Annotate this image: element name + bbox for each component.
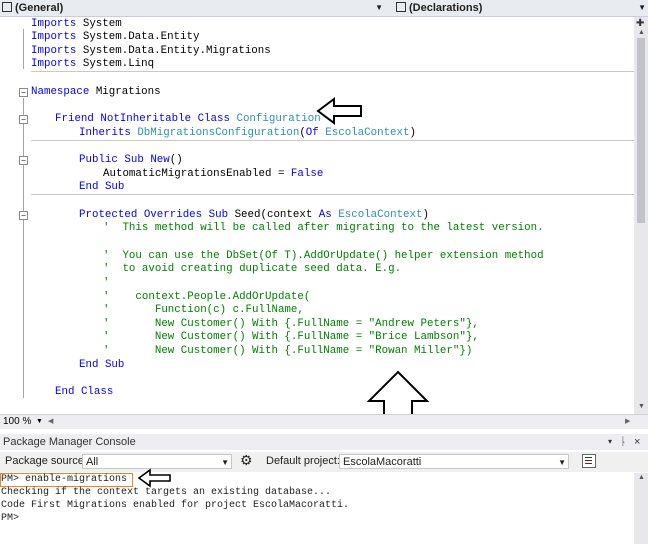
collapse-icon[interactable]: − bbox=[19, 88, 28, 97]
comment-line: ' This method will be called after migra… bbox=[103, 222, 544, 234]
up-arrow-icon bbox=[366, 370, 430, 414]
code-line: End Class bbox=[55, 386, 114, 398]
chevron-down-icon: ▼ bbox=[638, 3, 646, 12]
console-command: PM> enable-migrations bbox=[1, 474, 128, 485]
code-line: Public Sub New() bbox=[79, 154, 183, 166]
code-line: Protected Overrides Sub Seed(context As … bbox=[79, 209, 429, 221]
collapse-icon[interactable]: − bbox=[19, 211, 28, 220]
grid-icon bbox=[2, 2, 12, 12]
comment-line: ' You can use the DbSet(Of T).AddOrUpdat… bbox=[103, 250, 544, 262]
zoom-level[interactable]: 100 % bbox=[3, 416, 32, 427]
scroll-up-icon[interactable]: ▲ bbox=[638, 29, 645, 36]
clear-console-icon[interactable] bbox=[582, 454, 596, 468]
command-highlight bbox=[0, 473, 133, 487]
scroll-down-icon[interactable]: ▼ bbox=[638, 403, 645, 410]
code-line: End Sub bbox=[79, 181, 125, 193]
chevron-down-icon[interactable]: ▼ bbox=[36, 418, 43, 425]
scroll-thumb[interactable] bbox=[637, 38, 645, 223]
collapse-icon[interactable]: − bbox=[19, 156, 28, 165]
code-line: Namespace Migrations bbox=[31, 86, 161, 98]
scroll-left-icon[interactable]: ◀ bbox=[48, 418, 54, 425]
left-arrow-icon bbox=[137, 468, 171, 488]
comment-line: ' New Customer() With {.FullName = "Rowa… bbox=[103, 345, 473, 357]
console-toolbar: Package source: All ▼ ⚙ Default project:… bbox=[0, 452, 648, 472]
console-prompt: PM> bbox=[1, 513, 20, 524]
comment-line: ' New Customer() With {.FullName = "Bric… bbox=[103, 331, 479, 343]
code-line: Imports System.Data.Entity.Migrations bbox=[31, 45, 271, 57]
grid-icon bbox=[396, 2, 406, 12]
chevron-down-icon: ▼ bbox=[375, 3, 383, 12]
member-dropdown-bar: (General) ▼ (Declarations) ▼ bbox=[0, 0, 648, 17]
collapse-icon[interactable]: − bbox=[19, 115, 28, 124]
gear-icon[interactable]: ⚙ bbox=[240, 452, 253, 468]
console-scrollbar[interactable]: ▲ bbox=[634, 473, 648, 544]
scroll-up-icon[interactable]: ▲ bbox=[638, 474, 645, 481]
comment-line: ' bbox=[103, 277, 110, 289]
default-project-label: Default project: bbox=[266, 455, 340, 467]
chevron-down-icon: ▼ bbox=[558, 458, 566, 467]
code-line: End Sub bbox=[79, 359, 125, 371]
close-icon[interactable]: × bbox=[634, 436, 641, 448]
member-combo[interactable]: (Declarations) ▼ bbox=[394, 1, 648, 15]
comment-line: ' Function(c) c.FullName, bbox=[103, 304, 304, 316]
console-output[interactable]: PM> enable-migrations Checking if the co… bbox=[0, 468, 648, 544]
zoom-bar: 100 % ▼ ◀ ▶ bbox=[0, 414, 648, 429]
comment-line: ' to avoid creating duplicate seed data.… bbox=[103, 263, 402, 275]
package-source-label: Package source: bbox=[5, 455, 87, 467]
split-icon[interactable]: ✚ bbox=[636, 18, 645, 29]
code-line: Friend NotInheritable Class Configuratio… bbox=[55, 113, 321, 125]
comment-line: ' New Customer() With {.FullName = "Andr… bbox=[103, 318, 479, 330]
chevron-down-icon: ▼ bbox=[221, 458, 229, 467]
dropdown-icon[interactable]: ▾ bbox=[608, 437, 613, 446]
code-line: Inherits DbMigrationsConfiguration(Of Es… bbox=[79, 127, 416, 139]
scroll-right-icon[interactable]: ▶ bbox=[625, 418, 631, 425]
pin-icon[interactable]: ᚿ bbox=[620, 436, 627, 448]
code-line: Imports System.Data.Entity bbox=[31, 31, 200, 43]
default-project-select[interactable]: EscolaMacoratti ▼ bbox=[339, 454, 569, 469]
code-line: AutomaticMigrationsEnabled = False bbox=[103, 168, 324, 180]
code-line: Imports System bbox=[31, 18, 122, 30]
code-line: Imports System.Linq bbox=[31, 58, 155, 70]
left-arrow-icon bbox=[316, 97, 362, 125]
package-source-select[interactable]: All ▼ bbox=[82, 454, 232, 469]
comment-line: ' context.People.AddOrUpdate( bbox=[103, 291, 311, 303]
console-title: Package Manager Console bbox=[3, 436, 136, 448]
console-titlebar: Package Manager Console ▾ ᚿ × bbox=[0, 434, 648, 450]
code-editor[interactable]: − − − − Imports System Imports System.Da… bbox=[0, 17, 634, 414]
console-line: Checking if the context targets an exist… bbox=[1, 487, 332, 498]
type-combo[interactable]: (General) ▼ bbox=[0, 1, 385, 15]
console-line: Code First Migrations enabled for projec… bbox=[1, 500, 350, 511]
